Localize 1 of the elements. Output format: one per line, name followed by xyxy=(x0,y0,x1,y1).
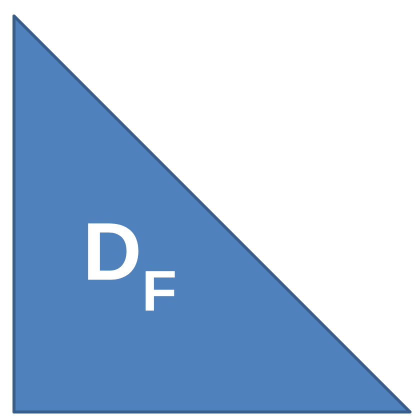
triangle: D$_{F}$ xyxy=(12,14,412,414)
